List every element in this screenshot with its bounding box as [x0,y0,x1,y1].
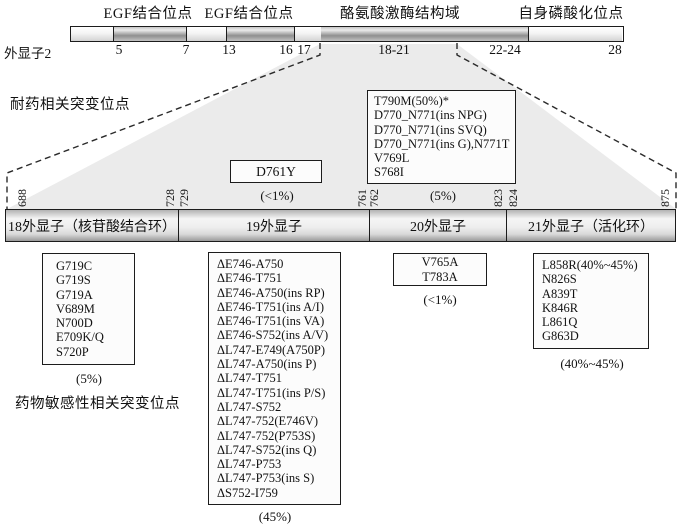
exon-tick-28: 28 [608,42,622,57]
exon-tick-7: 7 [182,42,190,57]
bar-segment [294,27,321,41]
frequency-label-exon18: (5%) [76,371,102,386]
mutation-line: ΔL747-S752(ins Q) [217,442,317,457]
bar-segment-egf2 [226,27,294,41]
frequency-label-t790m: (5%) [430,188,456,203]
codon-tick-762: 762 [367,189,381,207]
mutation-line: ΔE746-T751(ins VA) [217,314,325,329]
domain-label-tyrosine-kinase: 酪氨酸激酶结构域 [340,6,460,22]
zoom-dashed-line-right [456,43,677,209]
mutation-line: ΔS752-I759 [217,485,278,500]
mutation-line: E709K/Q [56,330,104,345]
mutation-line: D770_N771(ins G),N771T [374,136,510,151]
mutation-line: ΔL747-752(P753S) [217,428,316,443]
bar-segment [71,27,113,41]
mutation-line: N700D [56,316,93,331]
exon-tick-22-24: 22-24 [489,42,521,57]
mutation-box-t790m: T790M(50%)*D770_N771(ins NPG)D770_N771(i… [367,90,516,184]
mutation-line: S720P [56,344,89,359]
mutation-line: ΔE746-S752(ins A/V) [217,328,329,343]
mutation-line: ΔL747-A750(ins P) [217,357,317,372]
codon-tick-824: 824 [506,189,520,207]
exon-segment-21: 21外显子（活化环） [506,210,675,241]
bar-segment [186,27,226,41]
mutation-line: L858R(40%~45%) [542,258,638,272]
sensitivity-section-label: 药物敏感性相关突变位点 [15,396,180,412]
resistance-section-label: 耐药相关突变位点 [10,97,130,113]
exon-segment-18: 18外显子（核苷酸结合环） [8,219,176,235]
mutation-line: ΔE746-T751 [217,271,282,286]
mutation-line: G719S [56,273,91,288]
codon-tick-729: 729 [177,189,191,207]
mutation-line: S768I [374,165,404,180]
domain-label-autophosphorylation: 自身磷酸化位点 [518,6,624,22]
exon-segment-19: 19外显子 [178,210,369,241]
mutation-line: D770_N771(ins NPG) [374,108,487,123]
codon-tick-823: 823 [491,189,505,207]
mutation-line: L861Q [542,315,578,330]
mutation-line: ΔE746-A750(ins RP) [217,285,325,300]
domain-label-egf-binding-1: EGF结合位点 [103,6,193,22]
frequency-label-exon21: (40%~45%) [560,356,624,371]
exon-overview-bar [70,26,624,42]
frequency-label-exon19: (45%) [258,509,292,524]
exon-tick-18-21: 18-21 [378,42,410,57]
mutation-line: V765A [421,255,459,270]
zoom-trapezoid [7,44,676,209]
mutation-line: ΔL747-E749(A750P) [217,342,326,357]
domain-label-egf-binding-2: EGF结合位点 [204,6,294,22]
mutation-line: D761Y [256,163,296,179]
bar-segment-kinase [321,27,528,41]
mutation-line: K846R [542,300,579,315]
mutation-line: ΔL747-S752 [217,399,282,414]
codon-tick-728: 728 [163,189,177,207]
bar-segment [528,27,622,41]
mutation-line: ΔL747-P753 [217,457,282,472]
mutation-line: D770_N771(ins SVQ) [374,122,487,137]
exon-tick-17: 17 [297,42,311,57]
mutation-line: ΔL747-P753(ins S) [217,471,315,486]
mutation-line: G863D [542,329,579,344]
mutation-line: ΔE746-A750 [217,257,284,271]
mutation-line: ΔL747-T751(ins P/S) [217,385,326,400]
mutation-line: T783A [422,269,458,284]
mutation-line: N826S [542,272,577,287]
mutation-box-d761y: D761Y [230,160,322,183]
codon-tick-875: 875 [658,189,672,207]
exon-segment-20: 20外显子 [369,210,506,241]
bar-segment-egf1 [113,27,186,41]
mutation-line: T790M(50%)* [374,94,449,108]
mutation-line: V689M [56,301,95,316]
mutation-line: G719A [56,287,93,302]
mutation-line: A839T [542,286,578,301]
mutation-line: ΔL747-T751 [217,371,282,386]
codon-tick-688: 688 [15,189,29,207]
mutation-line: V769L [374,151,410,166]
exon-tick-16: 16 [279,42,293,57]
exon-tick-5: 5 [115,42,123,57]
mutation-line: ΔE746-T751(ins A/I) [217,299,324,314]
exon-tick-13: 13 [222,42,236,57]
mutation-line: ΔL747-752(E746V) [217,414,319,429]
exon-detail-bar: 18外显子（核苷酸结合环） 19外显子 20外显子 21外显子（活化环） [5,209,676,242]
exon-axis-label: 外显子2 [4,46,52,61]
frequency-label-exon20: (<1%) [423,292,457,307]
mutation-line: G719C [56,259,93,273]
zoom-dashed-line-left [6,43,321,209]
frequency-label-d761y: (<1%) [260,188,294,203]
